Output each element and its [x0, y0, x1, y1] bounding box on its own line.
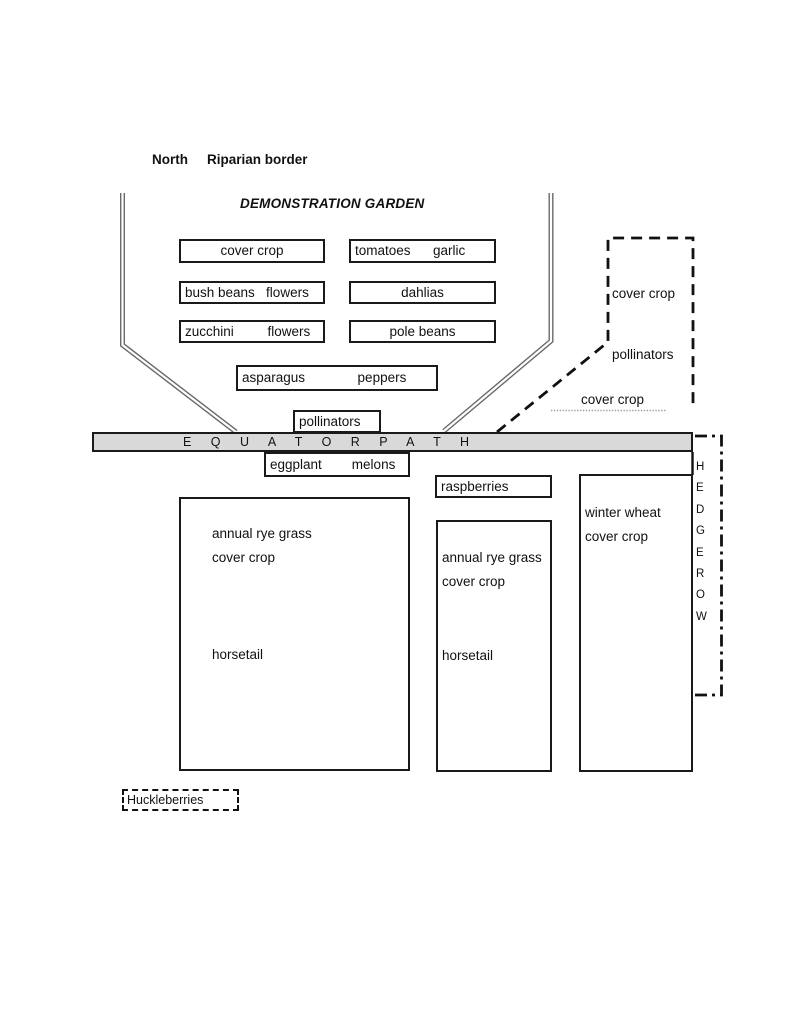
- bed-south-middle-large: annual rye grass cover crop horsetail: [436, 520, 552, 772]
- bed-pole-beans: pole beans: [349, 320, 496, 343]
- east-pollinators-label: pollinators: [612, 347, 674, 362]
- hedgerow-dashdot-border: [694, 434, 723, 697]
- equator-path-label: E Q U A T O R P A T H: [183, 434, 477, 449]
- east-zone-dashed-border: [496, 236, 695, 434]
- cover-crop-label: cover crop: [212, 550, 276, 565]
- horsetail-label: horsetail: [212, 647, 264, 662]
- bed-raspberries: raspberries: [435, 475, 552, 498]
- bed-southwest-large: annual rye grass cover crop horsetail: [179, 497, 410, 771]
- bed-eggplant-melons: eggplant melons: [264, 452, 410, 477]
- bed-zucchini-flowers: zucchini flowers: [179, 320, 325, 343]
- cover-crop-label: cover crop: [585, 529, 649, 544]
- equator-path: E Q U A T O R P A T H: [92, 432, 693, 452]
- annual-rye-grass-label: annual rye grass: [442, 550, 542, 565]
- left-double-border-line: [120, 193, 238, 434]
- annual-rye-grass-label: annual rye grass: [212, 526, 312, 541]
- hedgerow-label: HEDGEROW: [696, 461, 707, 623]
- bed-cover-crop: cover crop: [179, 239, 325, 263]
- demonstration-garden-title: DEMONSTRATION GARDEN: [240, 196, 425, 211]
- bed-asparagus-peppers: asparagus peppers: [236, 365, 438, 391]
- bed-pollinators: pollinators: [293, 410, 381, 433]
- north-riparian-header: North Riparian border: [152, 152, 308, 167]
- right-double-border-line: [442, 193, 554, 433]
- bed-huckleberries: Huckleberries: [122, 789, 239, 811]
- horsetail-label: horsetail: [442, 648, 494, 663]
- bed-dahlias: dahlias: [349, 281, 496, 304]
- cover-crop-label: cover crop: [442, 574, 506, 589]
- east-cover-crop-bottom-label: cover crop: [581, 392, 645, 407]
- bed-tomatoes-garlic: tomatoes garlic: [349, 239, 496, 263]
- riparian-border-label: Riparian border: [207, 152, 308, 167]
- bed-winter-wheat-large: winter wheat cover crop: [579, 474, 693, 772]
- north-label: North: [152, 152, 188, 167]
- bed-bush-beans-flowers: bush beans flowers: [179, 281, 325, 304]
- east-cover-crop-top-label: cover crop: [612, 286, 676, 301]
- winter-wheat-label: winter wheat: [585, 505, 661, 520]
